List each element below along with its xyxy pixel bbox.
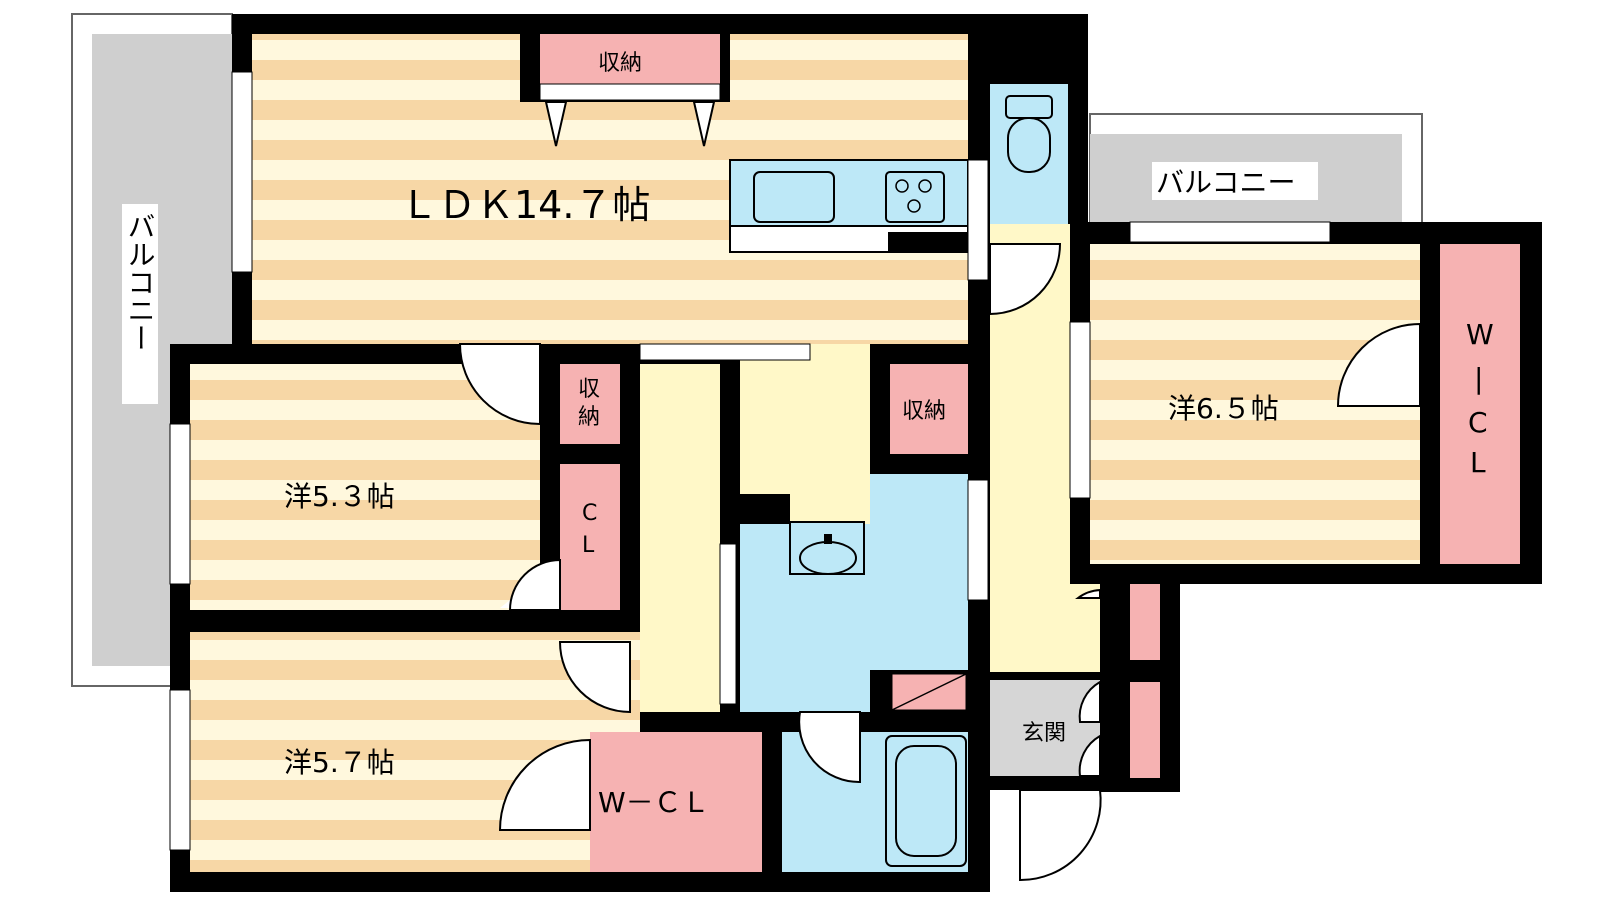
wcl-east-label-2: |: [1474, 362, 1483, 395]
balcony-east-label-bg: [1152, 162, 1318, 200]
western-room-3-label: 洋6.５帖: [1168, 392, 1279, 425]
closet-label-bottom: L: [582, 533, 595, 558]
balcony-west-label: バルコニー: [124, 212, 157, 352]
western-room-1: [190, 364, 620, 610]
hall-storage-label: 収納: [902, 399, 946, 424]
washroom: [740, 474, 968, 712]
kitchen-counter: [729, 159, 969, 253]
toilet-room: [990, 84, 1068, 224]
small-storage-label-bottom: 納: [578, 405, 600, 430]
western-room-1-label: 洋5.３帖: [284, 480, 395, 513]
hall-storage: [890, 364, 968, 454]
doors: [458, 243, 1421, 882]
ldk-storage: [520, 34, 730, 147]
windows: [169, 71, 1331, 851]
ldk-storage-label: 収納: [598, 51, 642, 76]
closet-label-top: C: [582, 501, 597, 526]
wcl-south-label: W－ＣＬ: [598, 786, 710, 819]
wcl-east-label-3: C: [1468, 406, 1488, 439]
small-storage-label-top: 収: [578, 377, 600, 402]
entrance-label: 玄関: [1022, 721, 1066, 746]
entrance: [990, 584, 1160, 778]
balcony-east-label: バルコニー: [1156, 166, 1295, 199]
western-room-3: [1090, 244, 1520, 564]
western-room-2-label: 洋5.７帖: [284, 746, 395, 779]
wcl-east-label-1: W: [1466, 318, 1494, 351]
wcl-east-label-4: L: [1470, 446, 1486, 479]
ldk-label: ＬＤＫ14.７帖: [400, 183, 650, 227]
balcony-west-label-group: バルコニー: [122, 204, 158, 404]
